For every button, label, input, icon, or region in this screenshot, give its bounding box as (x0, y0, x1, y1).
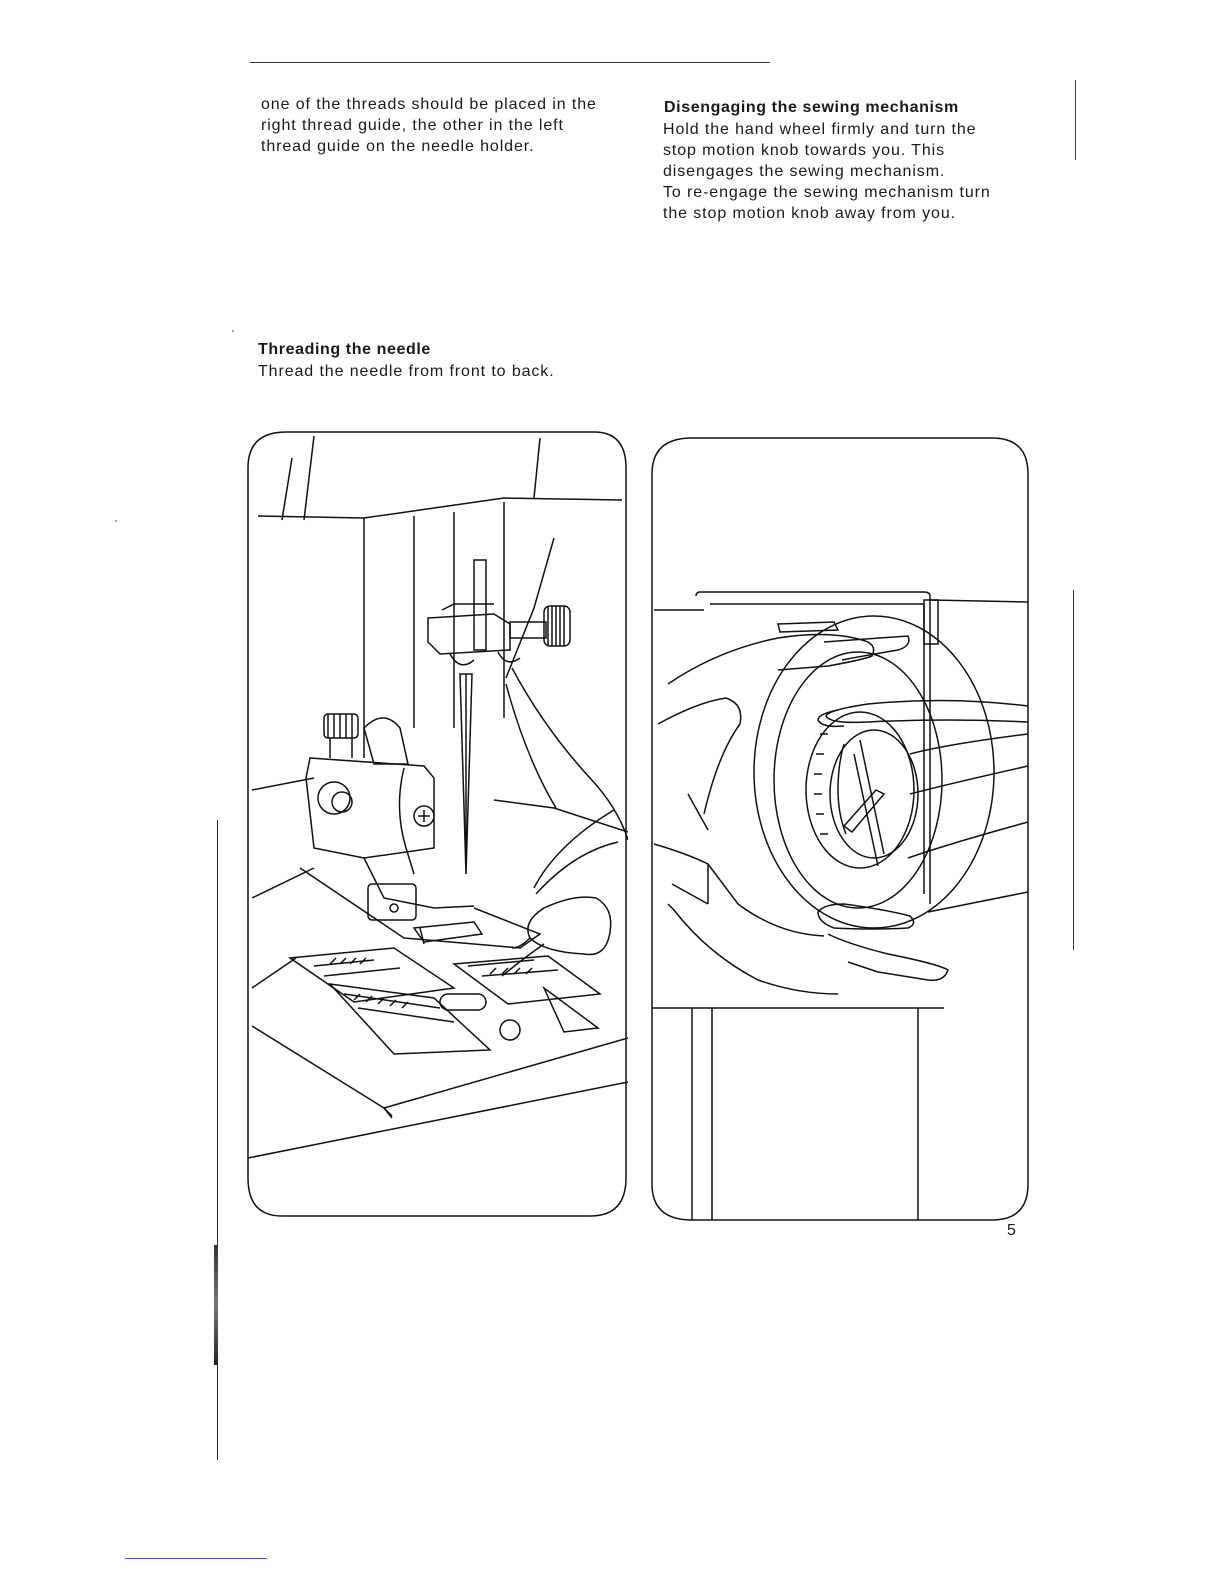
disengaging-heading: Disengaging the sewing mechanism (664, 99, 959, 116)
threading-heading: Threading the needle (258, 341, 431, 358)
scan-dot (232, 330, 234, 332)
left-margin-line (217, 820, 218, 1460)
left-margin-shadow (214, 1245, 218, 1365)
page-number: 5 (1007, 1222, 1016, 1239)
scan-dot (115, 520, 117, 522)
left-paragraph: one of the threads should be placed in t… (261, 96, 597, 155)
right-margin-line (1073, 590, 1074, 950)
needle-threading-illustration (244, 428, 628, 1222)
top-rule (250, 62, 770, 63)
disengaging-paragraph: Hold the hand wheel firmly and turn the … (663, 121, 991, 222)
bottom-blue-line (125, 1558, 267, 1559)
stop-motion-knob-illustration (648, 434, 1032, 1226)
threading-paragraph: Thread the needle from front to back. (258, 363, 555, 380)
right-margin-mark (1075, 80, 1076, 160)
